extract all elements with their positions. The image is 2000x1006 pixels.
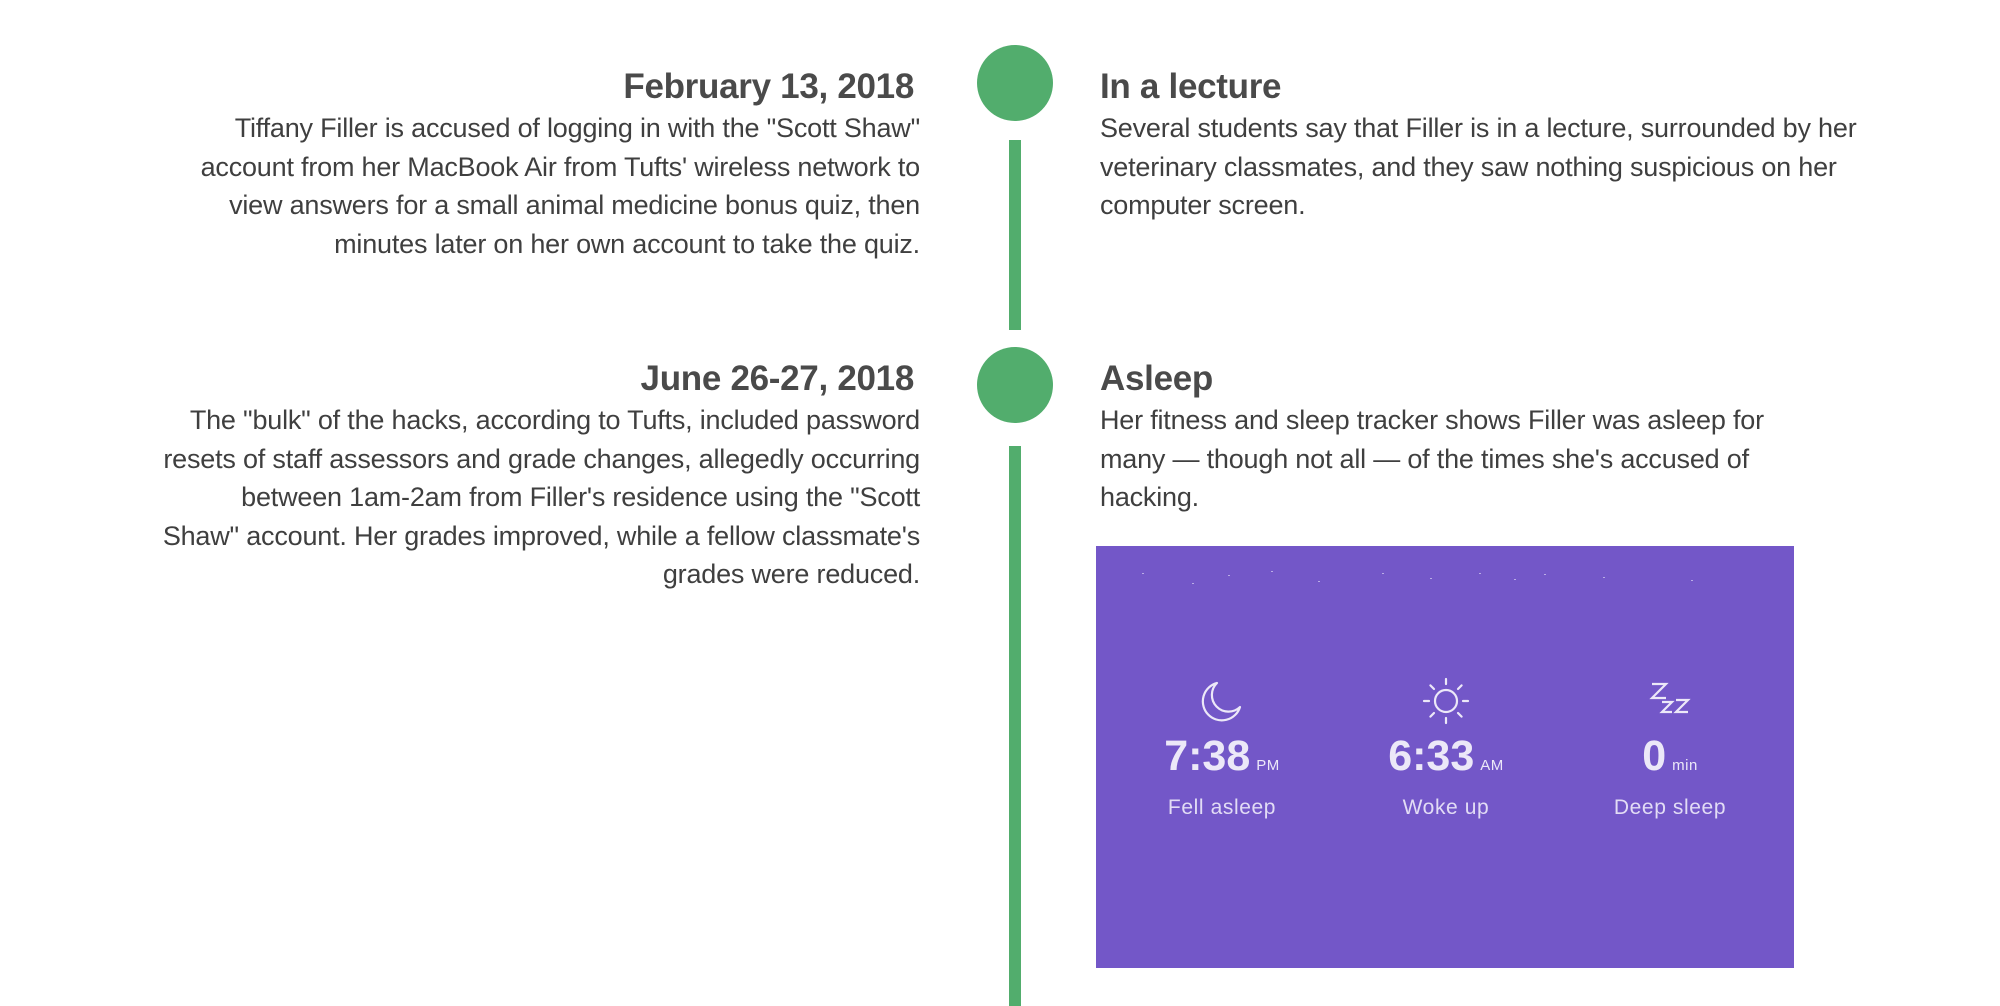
accusation-text: The "bulk" of the hacks, according to Tu…	[162, 405, 920, 589]
timeline-marker-dot	[977, 347, 1053, 423]
timeline-line-segment	[1009, 446, 1021, 1006]
deep-sleep-duration: 0 min	[1570, 732, 1770, 790]
stat-value: 6:33	[1388, 732, 1475, 780]
stat-value: 7:38	[1164, 732, 1251, 780]
sleep-stat-deep-sleep: 0 min Deep sleep	[1570, 676, 1770, 822]
alibi-text: Several students say that Filler is in a…	[1100, 113, 1857, 220]
alibi-text: Her fitness and sleep tracker shows Fill…	[1100, 405, 1764, 512]
accusation-text: Tiffany Filler is accused of logging in …	[200, 113, 921, 259]
stat-label: Woke up	[1402, 796, 1490, 819]
stat-unit: AM	[1480, 757, 1504, 774]
event-date: February 13, 2018	[623, 67, 914, 106]
stat-label: Deep sleep	[1613, 796, 1727, 819]
sun-icon	[1346, 676, 1546, 726]
moon-icon	[1122, 676, 1322, 726]
zzz-icon	[1570, 676, 1770, 726]
event-date: June 26-27, 2018	[640, 359, 915, 398]
stat-unit: PM	[1256, 757, 1280, 774]
timeline-line-segment	[1009, 140, 1021, 330]
alibi-title: Asleep	[1100, 359, 1213, 398]
timeline-event-accusation: February 13, 2018 Tiffany Filler is accu…	[160, 65, 921, 263]
timeline-event-alibi: Asleep Her fitness and sleep tracker sho…	[1100, 357, 1860, 517]
timeline-event-alibi: In a lecture Several students say that F…	[1100, 65, 1860, 225]
timeline-event-accusation: June 26-27, 2018 The "bulk" of the hacks…	[160, 357, 920, 594]
stat-label: Fell asleep	[1167, 796, 1277, 819]
stat-unit: min	[1672, 757, 1698, 774]
alibi-title: In a lecture	[1100, 67, 1282, 106]
stat-value: 0	[1642, 732, 1667, 780]
timeline-marker-dot	[977, 45, 1053, 121]
